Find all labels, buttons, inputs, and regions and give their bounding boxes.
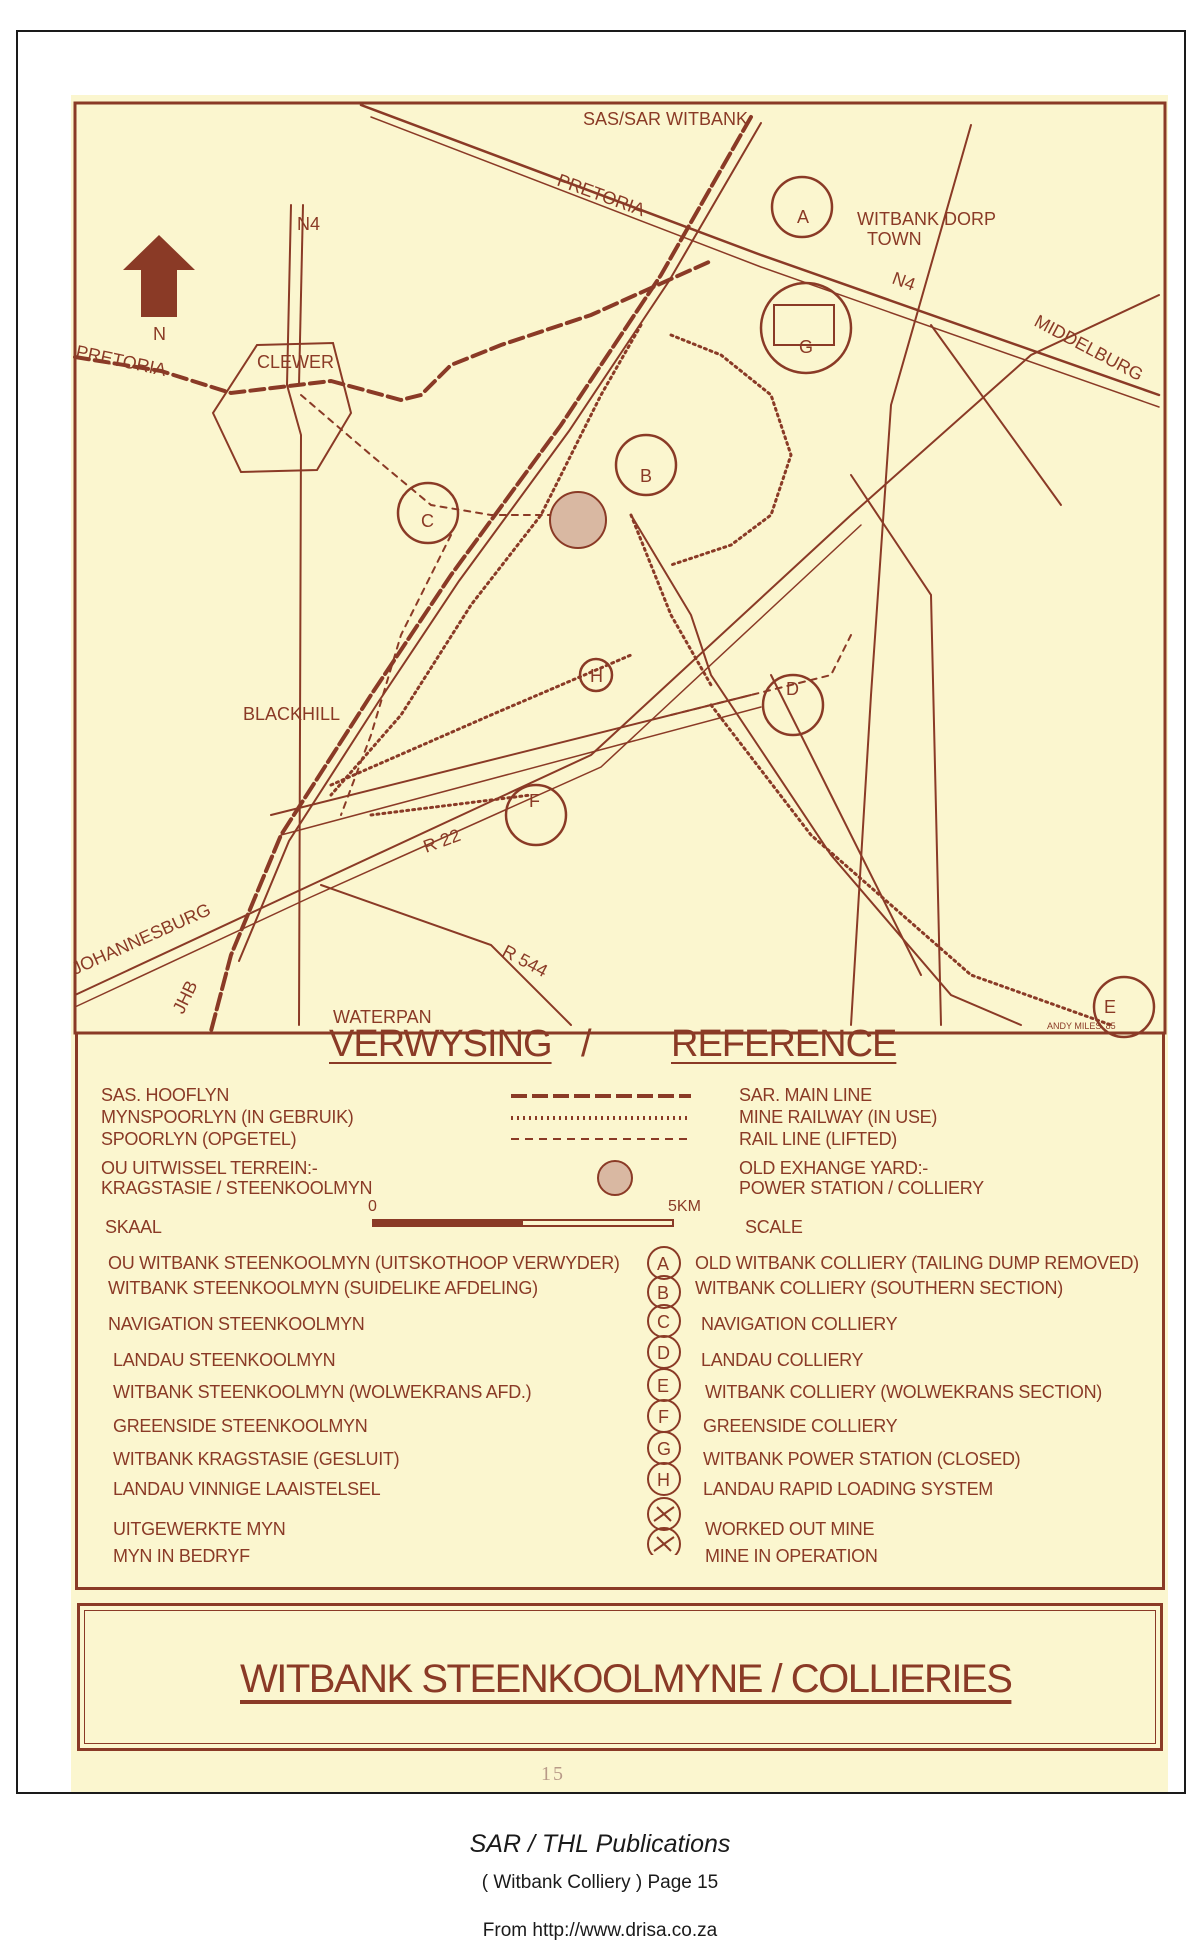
colliery-e-af: WITBANK STEENKOOLMYN (WOLWEKRANS AFD.) (113, 1382, 532, 1402)
colliery-b-en: WITBANK COLLIERY (SOUTHERN SECTION) (695, 1278, 1063, 1298)
key-exchange-yard-en: OLD EXHANGE YARD:- (739, 1158, 928, 1178)
svg-text:H: H (657, 1470, 670, 1490)
svg-text:C: C (421, 511, 434, 531)
mine-in-operation-icon (653, 1536, 675, 1552)
scale-end: 5KM (668, 1198, 701, 1215)
key-main-line-en: SAR. MAIN LINE (739, 1085, 872, 1105)
sar-main-line (209, 115, 753, 1033)
status-operation-en: MINE IN OPERATION (705, 1546, 878, 1566)
svg-text:A: A (657, 1254, 669, 1274)
key-lifted-rail-af: SPOORLYN (OPGETEL) (101, 1129, 297, 1149)
colliery-c-af: NAVIGATION STEENKOOLMYN (108, 1314, 365, 1334)
north-label: N (153, 324, 166, 344)
svg-text:E: E (657, 1376, 669, 1396)
footer-page: ( Witbank Colliery ) Page 15 (481, 1872, 719, 1893)
label-pretoria-left: PRETORIA (74, 341, 168, 380)
colliery-e-en: WITBANK COLLIERY (WOLWEKRANS SECTION) (705, 1382, 1102, 1402)
colliery-g-en: WITBANK POWER STATION (CLOSED) (703, 1449, 1021, 1469)
colliery-b-af: WITBANK STEENKOOLMYN (SUIDELIKE AFDELING… (108, 1278, 538, 1298)
label-pretoria-top: PRETORIA (555, 170, 648, 220)
svg-text:G: G (657, 1439, 671, 1459)
marker-f (504, 783, 568, 847)
clewer-area (211, 341, 353, 474)
footer-source: From http://www.drisa.co.za (482, 1920, 718, 1941)
key-exchange-yard-af: OU UITWISSEL TERREIN:- (101, 1158, 318, 1178)
scale-label-af: SKAAL (105, 1217, 162, 1237)
status-operation-af: MYN IN BEDRYF (113, 1546, 250, 1566)
svg-text:C: C (657, 1312, 670, 1332)
label-n4-top: N4 (297, 214, 320, 234)
status-worked-out-af: UITGEWERKTE MYN (113, 1519, 286, 1539)
marker-d (761, 673, 825, 737)
colliery-h-en: LANDAU RAPID LOADING SYSTEM (703, 1479, 993, 1499)
map-sheet: N A B C D E F G H (71, 95, 1168, 1792)
colliery-map: N A B C D E F G H (71, 101, 1167, 1555)
old-exchange-yard (549, 491, 607, 549)
page-frame: N A B C D E F G H (16, 30, 1186, 1794)
colliery-a-en: OLD WITBANK COLLIERY (TAILING DUMP REMOV… (695, 1253, 1139, 1273)
key-mine-railway-af: MYNSPOORLYN (IN GEBRUIK) (101, 1107, 354, 1127)
label-jhb: JHB (169, 977, 202, 1016)
legend-divider (75, 1587, 1165, 1590)
footer-publisher: SAR / THL Publications (469, 1830, 731, 1858)
colliery-f-en: GREENSIDE COLLIERY (703, 1416, 898, 1436)
label-clewer: CLEWER (257, 352, 334, 372)
banner-title: WITBANK STEENKOOLMYNE / COLLIERIES (240, 1657, 1013, 1701)
colliery-g-af: WITBANK KRAGSTASIE (GESLUIT) (113, 1449, 400, 1469)
label-r544: R 544 (499, 941, 551, 981)
label-waterpan: WATERPAN (333, 1007, 432, 1027)
reference-title-en: REFERENCE (671, 1023, 897, 1065)
colliery-f-af: GREENSIDE STEENKOOLMYN (113, 1416, 368, 1436)
label-r22: R 22 (421, 825, 464, 857)
page-number: 15 (541, 1763, 565, 1785)
svg-text:B: B (657, 1283, 669, 1303)
svg-text:F: F (658, 1407, 669, 1427)
marker-c (396, 481, 460, 545)
scale-label-en: SCALE (745, 1217, 803, 1237)
key-power-station-af: KRAGSTASIE / STEENKOOLMYN (101, 1178, 373, 1198)
label-n4-right: N4 (890, 268, 918, 295)
key-power-station-en: POWER STATION / COLLIERY (739, 1178, 984, 1198)
label-witbank-dorp: WITBANK DORP (857, 209, 996, 229)
svg-text:H: H (590, 666, 603, 686)
title-banner: WITBANK STEENKOOLMYNE / COLLIERIES (77, 1603, 1163, 1751)
colliery-d-af: LANDAU STEENKOOLMYN (113, 1350, 336, 1370)
svg-text:G: G (799, 337, 813, 357)
svg-text:B: B (640, 466, 652, 486)
label-johannesburg: JOHANNESBURG (71, 899, 214, 978)
key-lifted-rail-en: RAIL LINE (LIFTED) (739, 1129, 897, 1149)
colliery-d-en: LANDAU COLLIERY (701, 1350, 864, 1370)
colliery-c-en: NAVIGATION COLLIERY (701, 1314, 898, 1334)
key-main-line-af: SAS. HOOFLYN (101, 1085, 230, 1105)
svg-text:D: D (786, 679, 799, 699)
road-n4 (359, 103, 1161, 397)
scale-start: 0 (368, 1198, 377, 1215)
colliery-h-af: LANDAU VINNIGE LAAISTELSEL (113, 1479, 381, 1499)
marker-b (614, 433, 678, 497)
key-mine-railway-en: MINE RAILWAY (IN USE) (739, 1107, 938, 1127)
status-worked-out-en: WORKED OUT MINE (705, 1519, 875, 1539)
label-author: ANDY MILES '85 (1047, 1021, 1116, 1031)
map-border (73, 101, 1167, 1035)
svg-text:F: F (529, 791, 540, 811)
reference-title-af: VERWYSING (329, 1023, 553, 1065)
reference-separator: / (581, 1023, 592, 1065)
power-station-g (759, 281, 853, 375)
north-arrow-icon (123, 235, 195, 317)
marker-a (770, 175, 834, 239)
label-blackhill: BLACKHILL (243, 704, 340, 724)
svg-text:E: E (1104, 997, 1116, 1017)
svg-text:D: D (657, 1343, 670, 1363)
marker-e (1092, 975, 1156, 1039)
worked-out-mine-icon (653, 1506, 675, 1522)
label-town: TOWN (867, 229, 922, 249)
svg-text:A: A (797, 207, 809, 227)
colliery-a-af: OU WITBANK STEENKOOLMYN (UITSKOTHOOP VER… (108, 1253, 620, 1273)
label-sas-sar-witbank: SAS/SAR WITBANK (583, 109, 748, 129)
marker-h (578, 657, 614, 693)
